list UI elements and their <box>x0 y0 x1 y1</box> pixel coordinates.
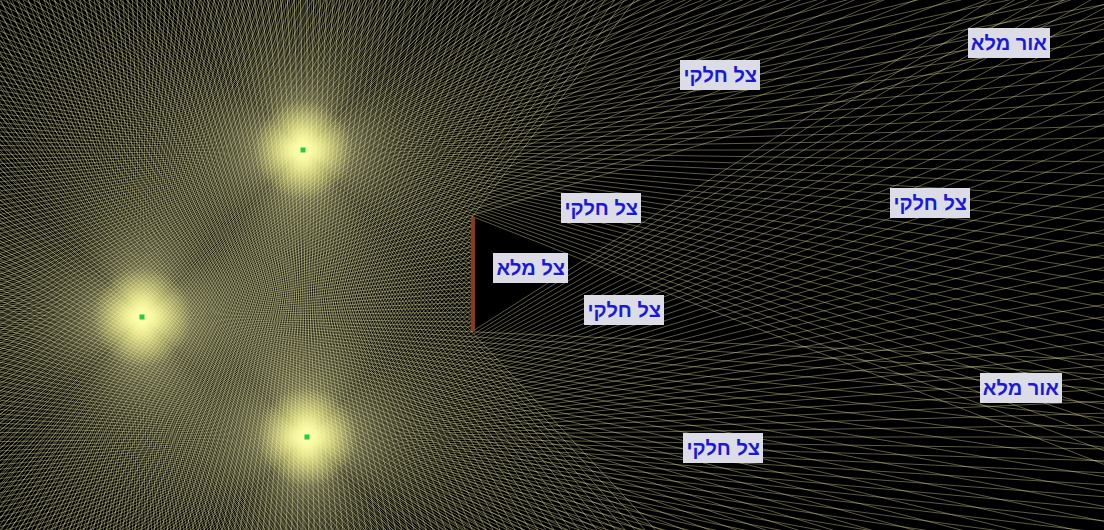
full-shadow-label: צל מלא <box>493 253 568 283</box>
light-glow <box>257 387 357 487</box>
full-light-label: אור מלא <box>968 28 1050 58</box>
light-glow <box>253 100 353 200</box>
light-glow <box>92 267 192 367</box>
partial-shadow-label: צל חלקי <box>683 433 763 463</box>
partial-shadow-label: צל חלקי <box>890 188 970 218</box>
opaque-object <box>471 217 475 331</box>
partial-shadow-label: צל חלקי <box>561 193 641 223</box>
partial-shadow-label: צל חלקי <box>584 295 664 325</box>
light-source <box>305 435 310 440</box>
light-source <box>301 148 306 153</box>
light-source <box>140 315 145 320</box>
partial-shadow-label: צל חלקי <box>680 60 760 90</box>
full-light-label: אור מלא <box>980 373 1062 403</box>
